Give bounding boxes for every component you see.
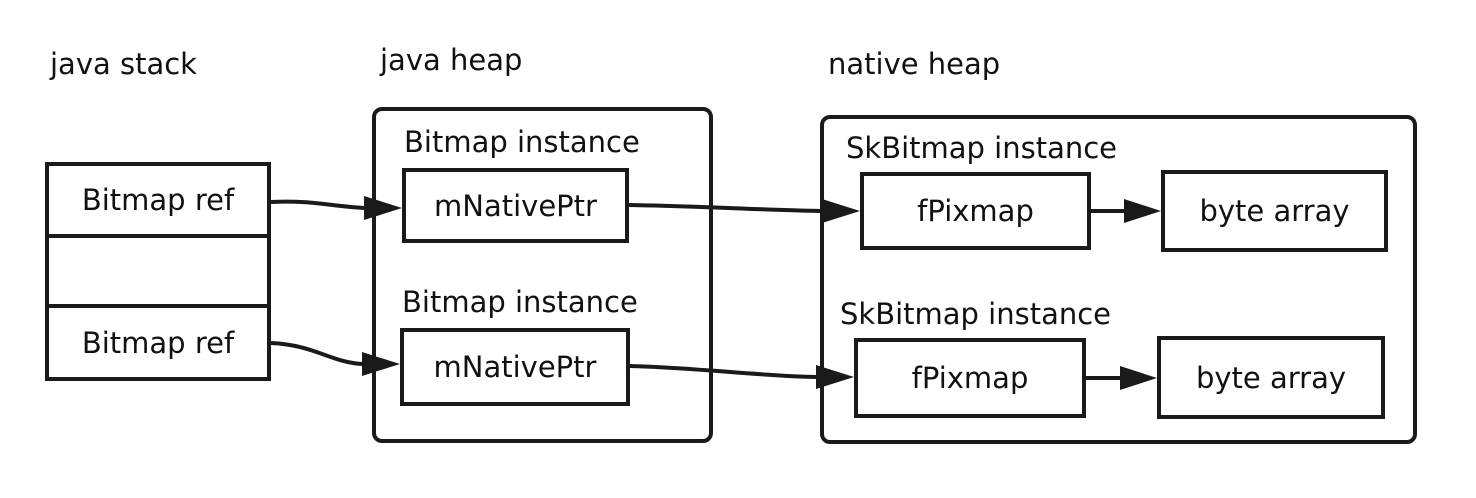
stack-slot-bitmap-ref-1: Bitmap ref: [45, 162, 271, 238]
skbitmap-instance-title-2: SkBitmap instance: [840, 297, 1112, 331]
stack-slot-bitmap-ref-2: Bitmap ref: [45, 304, 271, 381]
byte-array-2: byte array: [1157, 336, 1385, 419]
mnativeptr-field-2: mNativePtr: [400, 328, 630, 406]
java-stack-label: java stack: [50, 47, 197, 81]
stack-slot-empty: [45, 234, 271, 308]
bitmap-instance-title-2: Bitmap instance: [402, 285, 638, 319]
bitmap-instance-title-1: Bitmap instance: [404, 125, 640, 159]
arrow-ref1-to-mnativeptr1: [270, 199, 365, 210]
skbitmap-instance-title-1: SkBitmap instance: [846, 131, 1118, 165]
mnativeptr-field-1: mNativePtr: [402, 168, 629, 243]
fpixmap-field-1: fPixmap: [860, 172, 1091, 250]
native-heap-label: native heap: [828, 47, 1001, 81]
arrow-ref2-to-mnativeptr2: [270, 341, 363, 366]
fpixmap-field-2: fPixmap: [854, 338, 1086, 418]
byte-array-1: byte array: [1161, 170, 1388, 252]
java-heap-label: java heap: [380, 43, 523, 77]
